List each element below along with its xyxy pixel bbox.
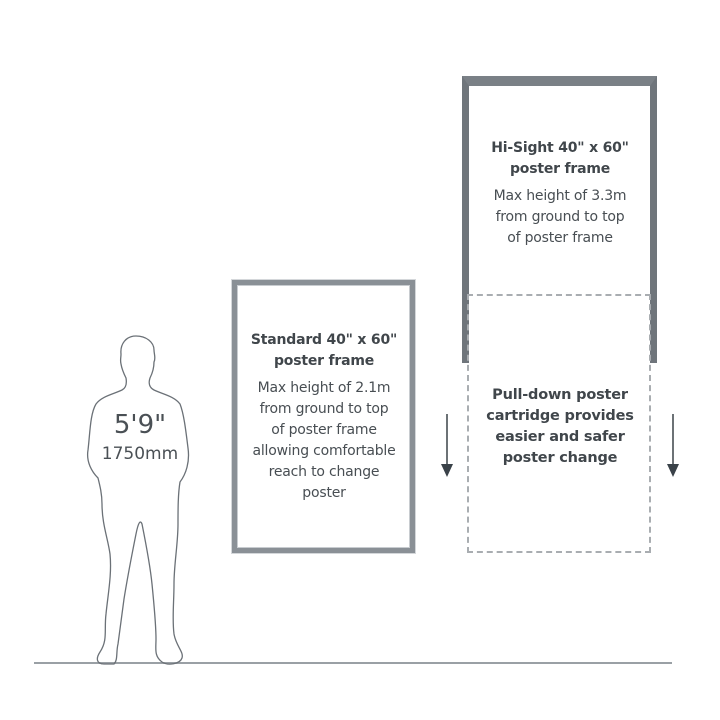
down-arrow-icon <box>441 414 453 477</box>
standard-poster-frame <box>232 280 415 553</box>
hisight-frame-text: Hi-Sight 40" x 60" poster frame Max heig… <box>470 138 650 249</box>
standard-frame-desc: from ground to top <box>259 401 389 417</box>
standard-frame-desc: of poster frame <box>271 422 377 438</box>
human-silhouette-icon <box>86 335 190 665</box>
hisight-frame-desc: Max height of 3.3m <box>493 188 627 204</box>
person-height-imperial: 5'9" <box>113 410 167 440</box>
cartridge-line: easier and safer <box>495 429 625 445</box>
person-height-metric: 1750mm <box>101 444 179 464</box>
standard-frame-text: Standard 40" x 60" poster frame Max heig… <box>238 330 410 504</box>
cartridge-line: cartridge provides <box>486 408 634 424</box>
hisight-frame-desc: from ground to top <box>495 209 625 225</box>
standard-frame-title-2: poster frame <box>273 353 375 369</box>
down-arrow-icon <box>667 414 679 477</box>
ground-line <box>34 662 672 664</box>
hisight-poster-frame <box>462 76 657 363</box>
standard-frame-desc: allowing comfortable <box>252 443 396 459</box>
hisight-frame-title-1: Hi-Sight 40" x 60" <box>491 140 629 156</box>
standard-frame-title-1: Standard 40" x 60" <box>250 332 398 348</box>
standard-frame-desc: reach to change <box>268 464 380 480</box>
cartridge-text: Pull-down poster cartridge provides easi… <box>470 385 650 469</box>
cartridge-line: poster change <box>502 450 618 466</box>
cartridge-line: Pull-down poster <box>492 387 628 403</box>
standard-frame-desc: poster <box>302 485 346 501</box>
hisight-frame-desc: of poster frame <box>507 230 613 246</box>
hisight-frame-title-2: poster frame <box>509 161 611 177</box>
standard-frame-desc: Max height of 2.1m <box>257 380 391 396</box>
pull-down-cartridge-outline <box>467 294 651 553</box>
